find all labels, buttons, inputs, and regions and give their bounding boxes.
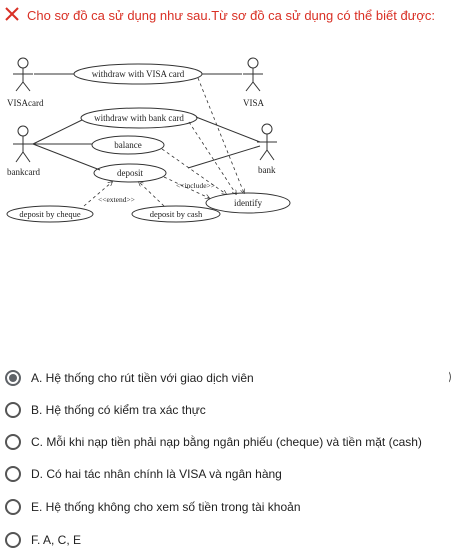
radio-button-selected[interactable]: [5, 370, 21, 386]
option-a[interactable]: A. Hệ thống cho rút tiền với giao dịch v…: [0, 368, 453, 390]
extend-stereotype-label: <<extend>>: [98, 195, 135, 204]
question-header: Cho sơ đồ ca sử dụng như sau.Từ sơ đồ ca…: [0, 0, 453, 36]
usecase-deposit-label: deposit: [117, 168, 143, 178]
actor-visa-label: VISA: [243, 98, 265, 108]
option-e[interactable]: E. Hệ thống không cho xem số tiền trong …: [0, 497, 453, 519]
option-d[interactable]: D. Có hai tác nhân chính là VISA và ngân…: [0, 464, 453, 486]
actor-visa-figure: [243, 57, 263, 92]
question-text: Cho sơ đồ ca sử dụng như sau.Từ sơ đồ ca…: [27, 8, 436, 23]
include-stereotype-label: <<include>>: [176, 181, 215, 190]
usecase-deposit-shape: [93, 163, 167, 183]
usecase-withdraw-visa-label: withdraw with VISA card: [92, 69, 185, 79]
radio-button[interactable]: [5, 434, 21, 450]
usecase-withdraw-visa-shape: [73, 63, 203, 85]
usecase-deposit-cash-label: deposit by cash: [150, 209, 203, 219]
option-f[interactable]: F. A, C, E: [0, 530, 453, 552]
actor-bank-label: bank: [258, 165, 276, 175]
actor-bank-figure: [257, 123, 277, 161]
use-case-diagram: VISAcard VISA bankcard bank withdraw wit…: [6, 57, 291, 223]
option-a-label: A. Hệ thống cho rút tiền với giao dịch v…: [31, 371, 254, 385]
radio-button[interactable]: [5, 402, 21, 418]
close-icon: [5, 7, 19, 21]
option-d-label: D. Có hai tác nhân chính là VISA và ngân…: [31, 467, 282, 481]
option-b-label: B. Hệ thống có kiểm tra xác thực: [31, 403, 206, 417]
radio-button[interactable]: [5, 499, 21, 515]
usecase-identify-label: identify: [234, 198, 262, 208]
usecase-identify-shape: [205, 192, 291, 214]
option-b[interactable]: B. Hệ thống có kiểm tra xác thực: [0, 400, 453, 422]
usecase-deposit-cash-shape: [131, 205, 221, 223]
radio-button[interactable]: [5, 532, 21, 548]
option-e-label: E. Hệ thống không cho xem số tiền trong …: [31, 500, 301, 514]
usecase-deposit-cheque-shape: [6, 205, 94, 223]
actor-visacard-figure: [13, 57, 33, 92]
edge-fragment-mark: [449, 371, 451, 383]
option-c[interactable]: C. Mỗi khi nạp tiền phải nạp bằng ngân p…: [0, 432, 453, 454]
usecase-deposit-cheque-label: deposit by cheque: [19, 209, 81, 219]
actor-visacard-label: VISAcard: [7, 98, 44, 108]
usecase-balance-label: balance: [114, 140, 141, 150]
usecase-withdraw-bank-shape: [80, 107, 198, 129]
radio-button[interactable]: [5, 466, 21, 482]
actor-bankcard-label: bankcard: [7, 167, 40, 177]
option-f-label: F. A, C, E: [31, 533, 82, 547]
usecase-withdraw-bank-label: withdraw with bank card: [94, 113, 184, 123]
actor-bankcard-figure: [13, 125, 33, 163]
usecase-balance-shape: [91, 135, 165, 155]
option-c-label: C. Mỗi khi nạp tiền phải nạp bằng ngân p…: [31, 435, 422, 449]
